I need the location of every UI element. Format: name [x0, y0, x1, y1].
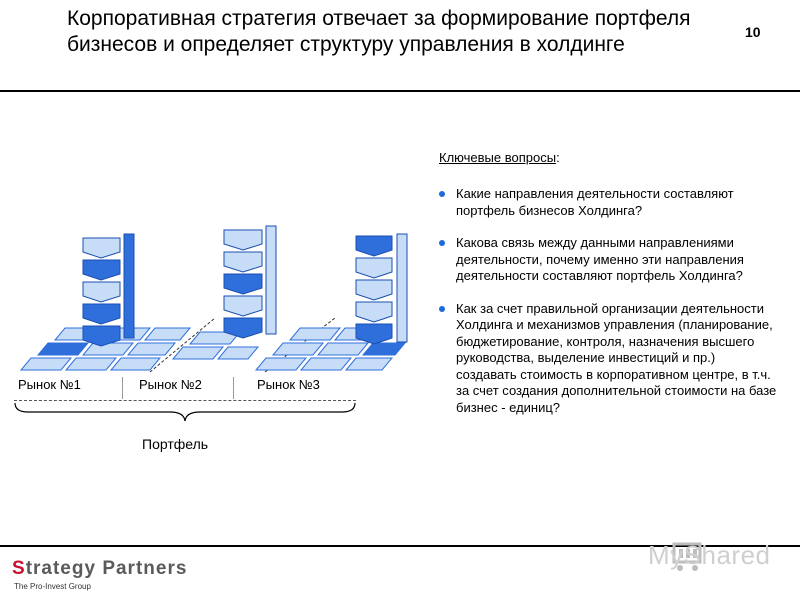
portfolio-label: Портфель	[142, 436, 209, 452]
key-questions-heading-colon: :	[556, 150, 560, 165]
market-1-stack	[82, 233, 135, 347]
market-label-separator	[233, 377, 234, 399]
market-3-stack	[355, 233, 408, 345]
key-questions-list: Какие направления деятельности составляю…	[439, 186, 779, 432]
watermark-text: MyShared	[648, 540, 771, 570]
top-divider	[0, 90, 800, 92]
portfolio-diagram	[19, 225, 408, 373]
key-questions-heading-text: Ключевые вопросы	[439, 150, 557, 165]
bullet-icon	[439, 191, 445, 197]
strategy-partners-logo: Strategy Partners	[12, 558, 187, 580]
cart-icon	[672, 542, 702, 571]
market-3-label: Рынок №3	[257, 377, 320, 392]
list-item: Какова связь между данными направлениями…	[439, 235, 779, 285]
market-2-label: Рынок №2	[139, 377, 202, 392]
page-number: 10	[745, 24, 761, 40]
market-label-separator	[122, 377, 123, 399]
portfolio-brace	[14, 402, 356, 422]
market-2-grid	[171, 331, 260, 360]
list-item: Какие направления деятельности составляю…	[439, 186, 779, 219]
logo-name: trategy Partners	[25, 558, 188, 579]
market-3-grid	[254, 327, 407, 371]
bottom-divider	[0, 545, 800, 547]
bullet-icon	[439, 305, 445, 312]
bullet-icon	[439, 240, 445, 246]
logo-first-letter: S	[12, 558, 26, 579]
key-questions-heading: Ключевые вопросы:	[439, 150, 560, 165]
question-text: Какие направления деятельности составляю…	[456, 186, 734, 218]
question-text: Какова связь между данными направлениями…	[456, 235, 744, 283]
list-item: Как за счет правильной организации деяте…	[439, 301, 779, 417]
question-text: Как за счет правильной организации деяте…	[456, 300, 777, 415]
market-2-stack	[223, 225, 277, 339]
market-1-label: Рынок №1	[18, 377, 81, 392]
logo-tagline: The Pro-Invest Group	[14, 582, 91, 591]
markets-baseline	[14, 400, 356, 401]
market-separator	[149, 317, 216, 373]
slide-title: Корпоративная стратегия отвечает за форм…	[67, 7, 691, 56]
